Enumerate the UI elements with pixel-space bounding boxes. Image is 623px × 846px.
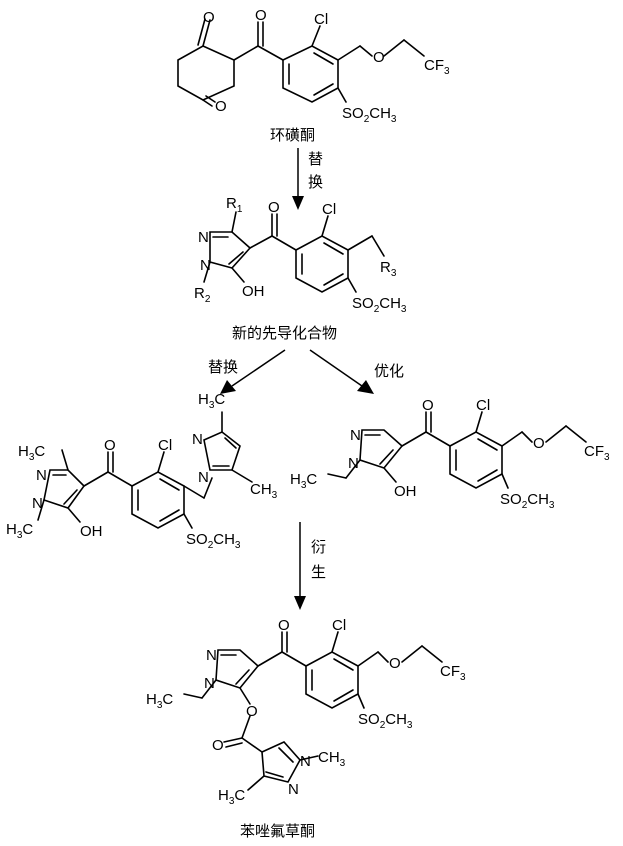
compound-label-lead: 新的先导化合物 (232, 324, 337, 342)
step1-char-1: 替 (308, 150, 323, 168)
atom-cl: Cl (476, 397, 490, 414)
atom-cl: Cl (158, 437, 172, 454)
step3-char-2: 生 (311, 563, 326, 581)
step1-char-2: 换 (308, 173, 323, 191)
atom-n: N (32, 495, 43, 512)
atom-n: N (192, 431, 203, 448)
group-oh: OH (80, 523, 103, 540)
arrow-step2-left (220, 349, 286, 394)
group-ch3: CH3 (250, 481, 278, 501)
arrow-step2-right (309, 349, 374, 394)
atom-o: O (203, 9, 215, 26)
atom-o: O (246, 703, 258, 720)
atom-o: O (104, 437, 116, 454)
structure-left-bispyrazole: H3C N N H3C OH O Cl N N H3C CH3 SO2CH3 (6, 391, 278, 551)
group-so2ch3: SO2CH3 (186, 531, 241, 551)
arrow-step3 (294, 522, 306, 610)
group-r3: R3 (380, 259, 397, 279)
atom-cl: Cl (314, 11, 328, 28)
group-h3c: H3C (218, 787, 245, 807)
atom-o: O (212, 737, 224, 754)
group-so2ch3: SO2CH3 (500, 491, 555, 511)
atom-n: N (198, 469, 209, 486)
atom-n: N (288, 781, 299, 798)
atom-n: N (200, 257, 211, 274)
atom-n: N (206, 647, 217, 664)
atom-cl: Cl (332, 617, 346, 634)
group-h3c: H3C (290, 471, 317, 491)
group-ch3: CH3 (318, 749, 346, 769)
structure-final-product: N N H3C O O N N CH3 H3C O Cl O CF3 SO2CH… (146, 617, 466, 807)
atom-n: N (350, 427, 361, 444)
atom-o: O (215, 98, 227, 115)
arrow-step1 (292, 148, 304, 210)
group-r2: R2 (194, 285, 211, 305)
structure-right-ethylpyrazole: N N H3C OH O Cl O CF3 SO2CH3 (290, 397, 610, 511)
group-oh: OH (242, 283, 265, 300)
atom-o: O (422, 397, 434, 414)
group-h3c: H3C (6, 521, 33, 541)
compound-label-top: 环磺酮 (270, 126, 315, 144)
compound-label-final: 苯唑氟草酮 (240, 822, 315, 840)
group-so2ch3: SO2CH3 (352, 295, 407, 315)
group-h3c: H3C (18, 443, 45, 463)
group-r1: R1 (226, 195, 243, 215)
group-oh: OH (394, 483, 417, 500)
atom-n: N (300, 753, 311, 770)
atom-o: O (255, 7, 267, 24)
group-cf3: CF3 (584, 443, 610, 463)
step2-left-label: 替换 (208, 358, 238, 376)
structure-top-triketone: O O O Cl O CF3 SO2CH3 (177, 7, 450, 125)
group-cf3: CF3 (440, 663, 466, 683)
atom-n: N (348, 455, 359, 472)
group-so2ch3: SO2CH3 (342, 105, 397, 125)
atom-o: O (373, 49, 385, 66)
atom-o: O (278, 617, 290, 634)
atom-o: O (268, 199, 280, 216)
group-cf3: CF3 (424, 57, 450, 77)
atom-o: O (389, 655, 401, 672)
atom-n: N (198, 229, 209, 246)
group-so2ch3: SO2CH3 (358, 711, 413, 731)
atom-o: O (533, 435, 545, 452)
group-h3c: H3C (198, 391, 225, 411)
structure-new-lead: R1 N N R2 OH O Cl R3 SO2CH3 (194, 195, 407, 315)
group-h3c: H3C (146, 691, 173, 711)
step2-right-label: 优化 (374, 362, 404, 380)
step3-char-1: 衍 (311, 538, 326, 556)
atom-n: N (36, 467, 47, 484)
atom-cl: Cl (322, 201, 336, 218)
atom-n: N (204, 675, 215, 692)
